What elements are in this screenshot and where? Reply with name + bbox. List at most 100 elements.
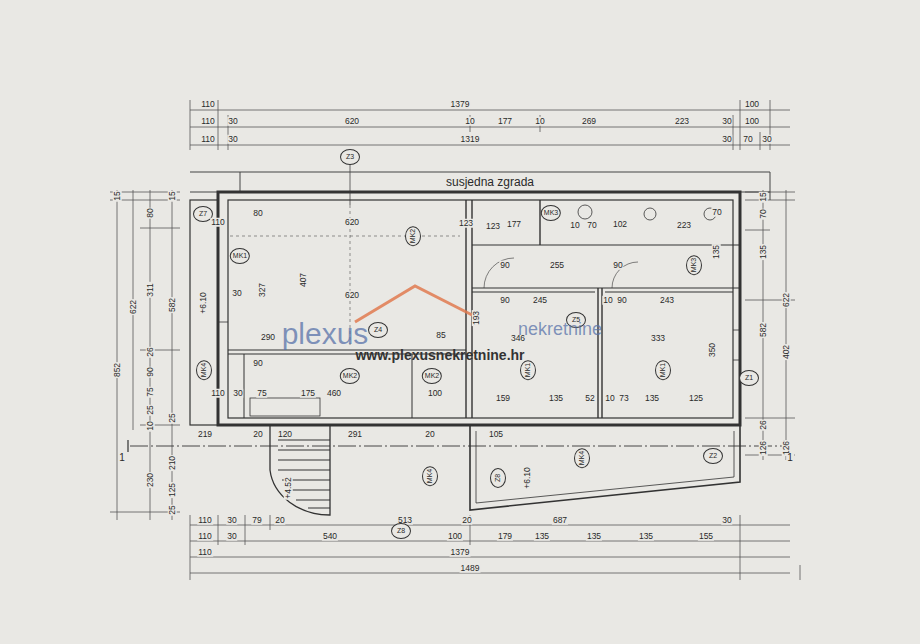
dimension-value: 90 <box>612 261 623 270</box>
dimension-value: 100 <box>744 100 760 109</box>
dimension-value: 75 <box>146 386 155 397</box>
dimension-value: 622 <box>782 292 791 308</box>
dimension-value: 582 <box>759 322 768 338</box>
dimension-value: 135 <box>644 394 660 403</box>
dimension-value: 30 <box>761 135 772 144</box>
dimension-value: 135 <box>586 532 602 541</box>
watermark: nekretnine <box>517 320 603 338</box>
dimension-value: 30 <box>721 516 732 525</box>
dimension-value: 79 <box>251 516 262 525</box>
dimension-value: 26 <box>146 346 155 357</box>
callout-circle: MK1 <box>520 360 536 380</box>
dimension-value: 20 <box>424 430 435 439</box>
dimension-value: 110 <box>200 135 216 144</box>
dimension-value: 155 <box>698 532 714 541</box>
dimension-value: 540 <box>322 532 338 541</box>
dimension-value: 30 <box>721 135 732 144</box>
dimension-value: 15 <box>113 190 122 201</box>
dimension-value: 620 <box>344 291 360 300</box>
dimension-value: 90 <box>499 296 510 305</box>
dimension-value: 30 <box>721 117 732 126</box>
dimension-value: 20 <box>461 516 472 525</box>
dimension-value: 25 <box>168 504 177 515</box>
callout-circle: Z3 <box>340 149 360 165</box>
dimension-value: 852 <box>113 362 122 378</box>
dimension-value: 90 <box>146 366 155 377</box>
dimension-value: 10 <box>569 221 580 230</box>
callout-circle: MK3 <box>541 205 561 221</box>
callout-circle: MK4 <box>574 448 590 468</box>
dimension-value: 105 <box>488 430 504 439</box>
dimension-value: 110 <box>197 532 213 541</box>
dimension-value: +6.10 <box>523 466 532 490</box>
dimension-value: 135 <box>534 532 550 541</box>
callout-circle: MK4 <box>196 360 212 380</box>
dimension-value: 75 <box>256 389 267 398</box>
dimension-value: 90 <box>499 261 510 270</box>
dimension-value: 123 <box>485 222 501 231</box>
dimension-value: 123 <box>458 219 474 228</box>
section-mark: 1 <box>118 453 126 463</box>
callout-circle: MK4 <box>422 466 438 486</box>
dimension-value: 622 <box>129 299 138 315</box>
dimension-value: 100 <box>744 117 760 126</box>
dimension-value: 179 <box>497 532 513 541</box>
dimension-value: 10 <box>464 117 475 126</box>
dimension-value: 1379 <box>450 100 471 109</box>
dimension-value: 30 <box>227 135 238 144</box>
dimension-value: 110 <box>200 117 216 126</box>
callout-circle: MK2 <box>405 226 421 246</box>
dimension-value: 620 <box>344 218 360 227</box>
dimension-value: 85 <box>435 331 446 340</box>
watermark: plexus <box>281 319 370 349</box>
dimension-value: 110 <box>197 516 213 525</box>
dimension-value: 177 <box>497 117 513 126</box>
callout-circle: Z8 <box>391 523 411 539</box>
dimension-value: 10 <box>534 117 545 126</box>
dimension-value: 70 <box>711 208 722 217</box>
dimension-value: 110 <box>197 548 213 557</box>
dimension-value: 26 <box>759 419 768 430</box>
dimension-value: 120 <box>277 430 293 439</box>
dimension-value: 125 <box>168 482 177 498</box>
dimension-value: 110 <box>210 218 226 227</box>
dimension-value: 100 <box>447 532 463 541</box>
callout-circle: MK1 <box>230 248 250 264</box>
dimension-value: 10 <box>146 420 155 431</box>
dimension-value: 25 <box>146 404 155 415</box>
dimension-value: 407 <box>299 272 308 288</box>
callout-circle: MK1 <box>655 360 671 380</box>
dimension-value: 15 <box>759 191 768 202</box>
dimension-value: 10 <box>604 394 615 403</box>
dimension-value: 25 <box>168 412 177 423</box>
dimension-value: +4.52 <box>284 476 293 500</box>
dimension-value: 90 <box>616 296 627 305</box>
dimension-value: 582 <box>168 297 177 313</box>
dimension-value: 126 <box>759 440 768 456</box>
dimension-value: 70 <box>586 221 597 230</box>
dimension-value: 135 <box>712 244 721 260</box>
dimension-value: 291 <box>347 430 363 439</box>
dimension-value: 1489 <box>460 564 481 573</box>
dimension-value: 193 <box>472 310 481 326</box>
callout-circle: MK3 <box>686 255 702 275</box>
dimension-value: 90 <box>252 359 263 368</box>
dimension-value: 135 <box>638 532 654 541</box>
dimension-value: 159 <box>495 394 511 403</box>
dimension-value: 52 <box>584 394 595 403</box>
callout-circle: MK2 <box>340 368 360 384</box>
dimension-value: 219 <box>197 430 213 439</box>
dimension-value: 20 <box>252 430 263 439</box>
dimension-value: 15 <box>168 190 177 201</box>
dimension-value: 402 <box>782 344 791 360</box>
dimension-value: 327 <box>258 282 267 298</box>
dimension-value: 80 <box>252 209 263 218</box>
dimension-value: 70 <box>759 208 768 219</box>
dimension-value: 620 <box>344 117 360 126</box>
dimension-value: 223 <box>676 221 692 230</box>
dimension-value: 100 <box>427 389 443 398</box>
dimension-value: 125 <box>688 394 704 403</box>
dimension-value: 311 <box>146 282 155 298</box>
dimension-value: 290 <box>260 333 276 342</box>
dimension-value: 245 <box>532 296 548 305</box>
